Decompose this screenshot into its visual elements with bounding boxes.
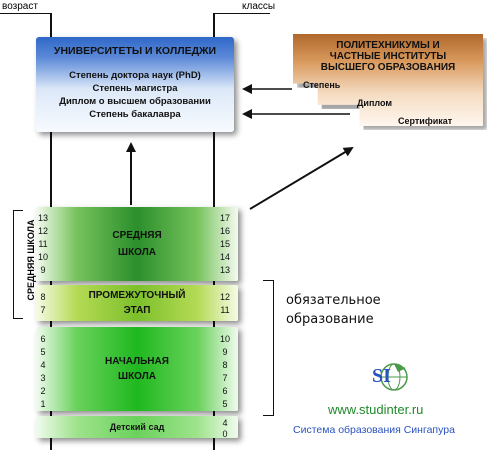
age-header-line: [0, 13, 52, 14]
age-9: 9: [40, 265, 46, 275]
secondary-label-1: СРЕДНЯЯ: [112, 230, 162, 241]
age-2: 2: [40, 386, 46, 396]
studinter-logo: SI: [358, 358, 414, 403]
degree-master: Степень магистра: [92, 83, 178, 94]
polytechnic-step-diploma: Диплом: [357, 98, 393, 108]
compulsory-line-2: образование: [286, 312, 374, 327]
grade-16: 16: [219, 226, 230, 236]
polytechnic-title: ПОЛИТЕХНИКУМЫ И ЧАСТНЫЕ ИНСТИТУТЫ ВЫСШЕГ…: [293, 40, 483, 73]
secondary-school-bracket: [13, 210, 23, 319]
compulsory-line-1: обязательное: [286, 293, 381, 308]
age-13: 13: [37, 213, 48, 223]
age-8: 8: [40, 292, 46, 302]
intermediate-stage-box: ПРОМЕЖУТОЧНЫЙ ЭТАП: [36, 285, 238, 321]
grade-5: 5: [222, 399, 228, 409]
grade-4: 4: [222, 418, 228, 428]
age-4: 4: [40, 360, 46, 370]
age-5: 5: [40, 347, 46, 357]
age-header: возраст: [2, 1, 38, 12]
compulsory-bracket: [263, 280, 274, 416]
grade-8: 8: [222, 360, 228, 370]
grade-9: 9: [222, 347, 228, 357]
grade-10: 10: [219, 334, 230, 344]
age-1: 1: [40, 399, 46, 409]
polytechnic-title-line-3: ВЫСШЕГО ОБРАЗОВАНИЯ: [320, 62, 456, 73]
intermediate-label-2: ЭТАП: [123, 305, 151, 316]
degree-bachelor: Степень бакалавра: [89, 109, 181, 120]
age-11: 11: [38, 239, 48, 249]
grade-12: 12: [219, 292, 230, 302]
primary-label-2: ШКОЛА: [118, 371, 156, 382]
grade-17: 17: [219, 213, 230, 223]
arrow-secondary-to-polytechnic: [249, 146, 354, 210]
age-6: 6: [40, 334, 46, 344]
grade-15: 15: [219, 239, 230, 249]
primary-label-1: НАЧАЛЬНАЯ: [105, 356, 169, 367]
grades-header: классы: [242, 1, 276, 12]
university-box: УНИВЕРСИТЕТЫ И КОЛЛЕДЖИ Степень доктора …: [36, 37, 234, 132]
grade-14: 14: [219, 252, 230, 262]
polytechnic-step-certificate: Сертификат: [398, 116, 453, 126]
age-3: 3: [40, 373, 46, 383]
grades-header-line: [213, 13, 270, 14]
grade-6: 6: [222, 386, 228, 396]
primary-school-box: НАЧАЛЬНАЯ ШКОЛА: [36, 327, 238, 411]
caption: Система образования Сингапура: [293, 424, 455, 436]
compulsory-education-label: обязательное образование: [286, 291, 381, 329]
age-10: 10: [37, 252, 48, 262]
polytechnic-title-line-1: ПОЛИТЕХНИКУМЫ И: [336, 40, 440, 51]
secondary-label-2: ШКОЛА: [118, 247, 156, 258]
polytechnic-title-line-2: ЧАСТНЫЕ ИНСТИТУТЫ: [329, 51, 447, 62]
degree-phd: Степень доктора наук (PhD): [69, 70, 201, 81]
secondary-school-box: СРЕДНЯЯ ШКОЛА: [36, 207, 238, 281]
grade-11: 11: [220, 305, 230, 315]
grade-7: 7: [222, 373, 228, 383]
university-title: УНИВЕРСИТЕТЫ И КОЛЛЕДЖИ: [53, 45, 217, 57]
grade-0: 0: [222, 429, 228, 439]
intermediate-label-1: ПРОМЕЖУТОЧНЫЙ: [88, 290, 186, 301]
kindergarten-label: Детский сад: [109, 422, 165, 432]
logo-text: SI: [372, 365, 391, 387]
polytechnic-step-degree: Степень: [303, 80, 341, 90]
degree-diploma: Диплом о высшем образовании: [59, 96, 211, 107]
website-url[interactable]: www.studinter.ru: [328, 402, 424, 417]
age-7: 7: [40, 305, 46, 315]
secondary-school-side-label: СРЕДНЯЯ ШКОЛА: [26, 219, 36, 301]
kindergarten-box: Детский сад: [36, 416, 238, 438]
age-12: 12: [37, 226, 48, 236]
grade-13: 13: [219, 265, 230, 275]
